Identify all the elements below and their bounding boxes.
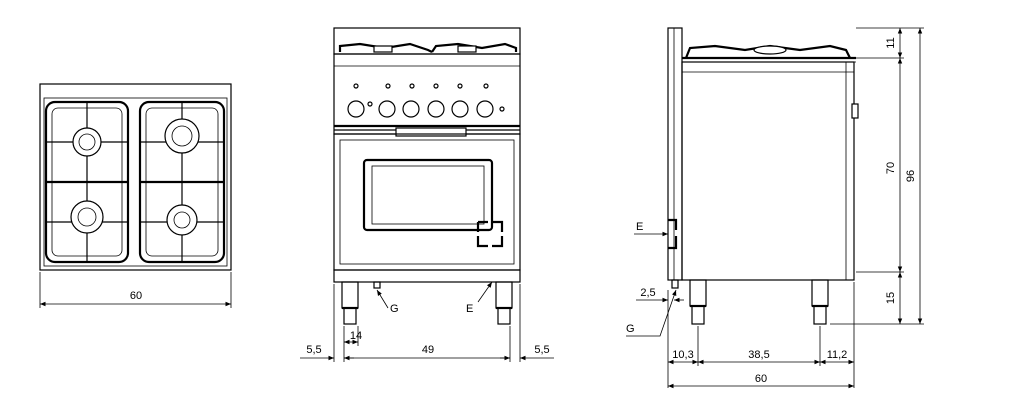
knob-side-icon <box>851 103 859 119</box>
pilot-lights <box>353 83 489 89</box>
side-electric-connection-icon <box>668 218 678 250</box>
side-leg-left-label: 10,3 <box>672 349 693 361</box>
burner-grid-left <box>44 100 130 264</box>
side-legs <box>671 279 829 325</box>
top-width-label: 60 <box>130 290 142 302</box>
side-electric-label: E <box>636 221 643 233</box>
knob-icon <box>378 100 396 118</box>
knob-icon <box>427 100 445 118</box>
front-electric-label: E <box>466 303 473 315</box>
knob-icon <box>402 100 420 118</box>
side-view: E 2,5 G 10,3 38,5 11,2 60 11 70 15 96 <box>626 27 924 389</box>
front-view: G E 14 5,5 49 5,5 <box>300 27 554 362</box>
side-gas-offset-label: 2,5 <box>640 287 655 299</box>
burner-icon <box>164 118 200 154</box>
oven-window <box>362 158 494 232</box>
knob-icon <box>451 100 469 118</box>
front-gas-label: G <box>390 303 399 315</box>
knob-icon <box>476 100 494 118</box>
electric-connection-icon <box>476 220 504 248</box>
side-leg-right-label: 11,2 <box>827 349 848 361</box>
side-total-height-label: 96 <box>905 170 917 182</box>
front-right-offset-label: 5,5 <box>534 344 549 356</box>
side-depth-label: 60 <box>755 373 767 385</box>
burner-icon <box>166 204 198 236</box>
burner-icon <box>70 200 104 234</box>
front-between-legs-label: 49 <box>422 344 434 356</box>
control-knobs <box>347 100 505 118</box>
legs <box>341 281 513 325</box>
side-leg-height-label: 15 <box>885 292 897 304</box>
side-top-height-label: 11 <box>885 37 897 48</box>
top-view: 60 <box>39 83 232 308</box>
burner-icon <box>72 127 102 157</box>
side-between-legs-label: 38,5 <box>748 349 769 361</box>
knob-icon <box>347 100 365 118</box>
side-gas-label: G <box>626 323 635 335</box>
front-left-offset-label: 5,5 <box>306 344 321 356</box>
front-leg-width-label: 14 <box>350 330 362 342</box>
oven-handle <box>395 127 467 137</box>
side-body-height-label: 70 <box>885 162 897 174</box>
burner-grid-right <box>138 100 226 264</box>
